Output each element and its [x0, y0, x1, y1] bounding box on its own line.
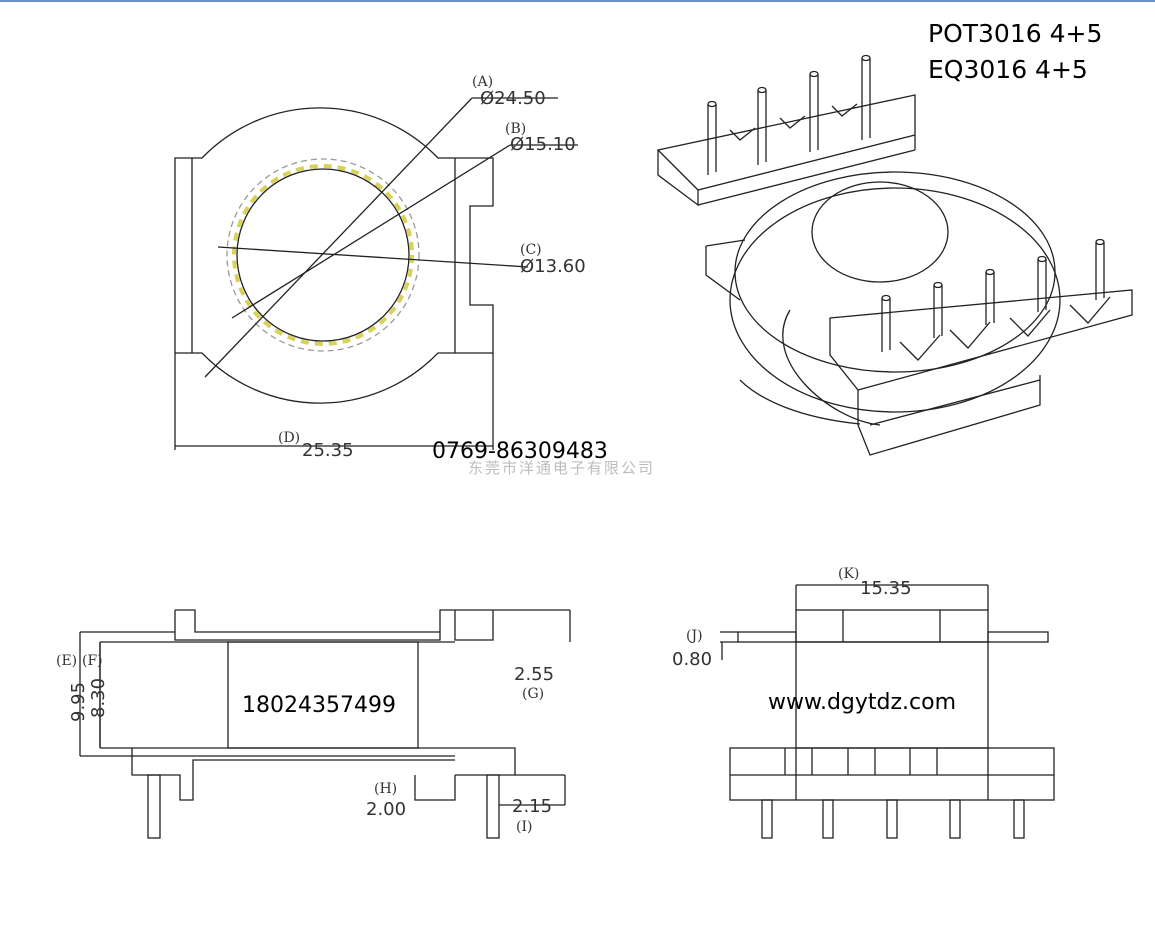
side-view	[79, 609, 571, 839]
dim-k-value: 15.35	[860, 578, 912, 599]
dim-a-label: (A)	[472, 74, 493, 90]
dim-f-label: (F)	[82, 653, 103, 669]
dim-i-value: 2.15	[512, 796, 552, 817]
part-title-1: POT3016 4+5	[928, 19, 1102, 48]
part-title-2: EQ3016 4+5	[928, 55, 1088, 84]
isometric-view	[656, 54, 1133, 456]
company-name: 东莞市洋通电子有限公司	[468, 459, 655, 477]
dim-g-label: (G)	[522, 686, 544, 702]
dim-g-value: 2.55	[514, 664, 554, 685]
phone-number-2: 18024357499	[242, 693, 396, 718]
dim-e-value: 9.95	[68, 682, 89, 722]
dim-k-label: (K)	[838, 566, 859, 582]
phone-number-1: 0769-86309483	[432, 439, 608, 464]
front-view	[720, 584, 1055, 839]
dim-e-label: (E)	[56, 653, 77, 669]
dim-d-value: 25.35	[302, 440, 354, 461]
dim-i-label: (I)	[516, 819, 532, 835]
website-url: www.dgytdz.com	[768, 690, 956, 715]
dim-h-label: (H)	[374, 781, 397, 797]
dim-b-value: Ø15.10	[510, 134, 576, 155]
dim-d-label: (D)	[278, 430, 300, 446]
top-view	[174, 97, 578, 450]
dim-c-label: (C)	[520, 242, 542, 258]
dim-h-value: 2.00	[366, 799, 406, 820]
dim-j-label: (J)	[686, 628, 703, 644]
window-top-border	[0, 0, 1155, 2]
dim-c-value: Ø13.60	[520, 256, 586, 277]
dim-j-value: 0.80	[672, 649, 712, 670]
dim-b-label: (B)	[505, 121, 526, 137]
dim-a-value: Ø24.50	[480, 88, 546, 109]
dim-f-value: 8.30	[88, 678, 109, 718]
